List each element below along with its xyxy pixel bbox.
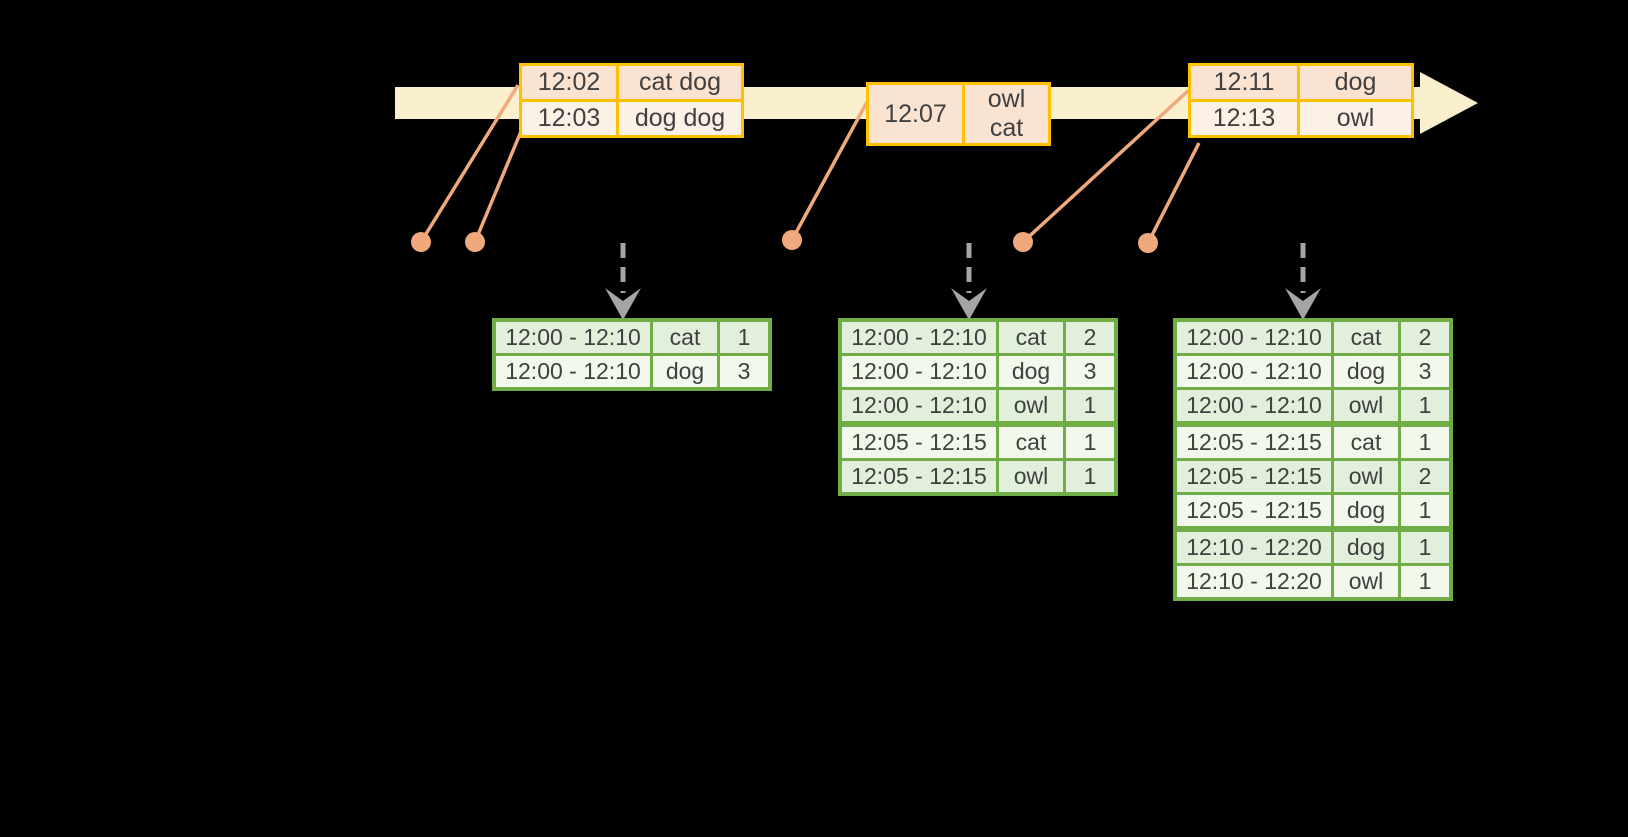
count-cell: 2 <box>1063 318 1118 356</box>
table-row: 12:00 - 12:10 dog 3 <box>1173 353 1453 390</box>
count-cell: 1 <box>1063 387 1118 426</box>
event-dot <box>1013 232 1033 252</box>
window-cell: 12:05 - 12:15 <box>838 458 999 496</box>
event-time-cell: 12:02 <box>519 63 619 102</box>
event-connector-line <box>790 101 869 241</box>
count-cell: 2 <box>1398 318 1453 356</box>
table-row: 12:11 dog <box>1188 63 1414 102</box>
count-cell: 3 <box>717 353 772 391</box>
table-row: 12:00 - 12:10 owl 1 <box>838 387 1118 426</box>
event-dot <box>1138 233 1158 253</box>
event-words-cell: owl cat <box>962 82 1051 146</box>
word-cell: cat <box>650 318 720 356</box>
count-cell: 3 <box>1398 353 1453 390</box>
table-row: 12:00 - 12:10 cat 1 <box>492 318 772 356</box>
window-cell: 12:00 - 12:10 <box>838 387 999 426</box>
window-cell: 12:00 - 12:10 <box>492 318 653 356</box>
window-cell: 12:10 - 12:20 <box>1173 563 1334 601</box>
window-cell: 12:05 - 12:15 <box>1173 458 1334 495</box>
table-row: 12:00 - 12:10 owl 1 <box>1173 387 1453 426</box>
event-time-cell: 12:11 <box>1188 63 1300 102</box>
count-cell: 1 <box>1063 458 1118 496</box>
table-row: 12:05 - 12:15 cat 1 <box>838 421 1118 461</box>
table-row: 12:05 - 12:15 dog 1 <box>1173 492 1453 531</box>
event-words-cell: cat dog <box>616 63 744 102</box>
event-connector-line <box>1146 142 1201 244</box>
word-cell: cat <box>1331 421 1401 461</box>
word-cell: cat <box>996 318 1066 356</box>
word-cell: dog <box>1331 526 1401 566</box>
event-connector-line <box>1021 88 1191 244</box>
event-dot <box>465 232 485 252</box>
event-table-3: 12:11 dog 12:13 owl <box>1188 63 1414 138</box>
window-cell: 12:05 - 12:15 <box>1173 421 1334 461</box>
trigger-arrowhead-icon <box>605 288 641 320</box>
window-cell: 12:00 - 12:10 <box>1173 318 1334 356</box>
table-row: 12:03 dog dog <box>519 99 744 138</box>
event-dot <box>782 230 802 250</box>
event-words-cell: owl <box>1297 99 1414 138</box>
count-cell: 1 <box>1398 387 1453 426</box>
event-time-cell: 12:13 <box>1188 99 1300 138</box>
word-cell: dog <box>996 353 1066 390</box>
word-cell: dog <box>650 353 720 391</box>
window-cell: 12:00 - 12:10 <box>1173 387 1334 426</box>
result-table-3: 12:00 - 12:10 cat 2 12:00 - 12:10 dog 3 … <box>1173 318 1453 601</box>
window-cell: 12:10 - 12:20 <box>1173 526 1334 566</box>
table-row: 12:00 - 12:10 dog 3 <box>492 353 772 391</box>
word-cell: owl <box>996 387 1066 426</box>
window-cell: 12:00 - 12:10 <box>838 318 999 356</box>
word-cell: dog <box>1331 492 1401 531</box>
result-table-2: 12:00 - 12:10 cat 2 12:00 - 12:10 dog 3 … <box>838 318 1118 496</box>
count-cell: 1 <box>717 318 772 356</box>
window-cell: 12:00 - 12:10 <box>838 353 999 390</box>
window-cell: 12:05 - 12:15 <box>838 421 999 461</box>
event-time-cell: 12:03 <box>519 99 619 138</box>
event-table-2: 12:07 owl cat <box>866 82 1051 146</box>
event-connector-line <box>473 128 524 243</box>
word-cell: cat <box>1331 318 1401 356</box>
table-row: 12:07 owl cat <box>866 82 1051 146</box>
table-row: 12:10 - 12:20 dog 1 <box>1173 526 1453 566</box>
table-row: 12:05 - 12:15 cat 1 <box>1173 421 1453 461</box>
event-dot <box>411 232 431 252</box>
result-table-1: 12:00 - 12:10 cat 1 12:00 - 12:10 dog 3 <box>492 318 772 391</box>
count-cell: 1 <box>1398 492 1453 531</box>
window-cell: 12:00 - 12:10 <box>1173 353 1334 390</box>
trigger-arrowhead-icon <box>1285 288 1321 320</box>
table-row: 12:05 - 12:15 owl 1 <box>838 458 1118 496</box>
word-cell: cat <box>996 421 1066 461</box>
event-time-cell: 12:07 <box>866 82 965 146</box>
trigger-arrowhead-icon <box>951 288 987 320</box>
window-cell: 12:05 - 12:15 <box>1173 492 1334 531</box>
count-cell: 1 <box>1398 563 1453 601</box>
event-words-cell: dog <box>1297 63 1414 102</box>
window-cell: 12:00 - 12:10 <box>492 353 653 391</box>
table-row: 12:05 - 12:15 owl 2 <box>1173 458 1453 495</box>
word-cell: owl <box>1331 387 1401 426</box>
table-row: 12:00 - 12:10 cat 2 <box>838 318 1118 356</box>
event-words-cell: dog dog <box>616 99 744 138</box>
table-row: 12:02 cat dog <box>519 63 744 102</box>
count-cell: 3 <box>1063 353 1118 390</box>
word-cell: dog <box>1331 353 1401 390</box>
word-cell: owl <box>1331 458 1401 495</box>
event-connector-line <box>419 84 520 243</box>
timeline-arrowhead-icon <box>1420 72 1478 134</box>
table-row: 12:00 - 12:10 cat 2 <box>1173 318 1453 356</box>
count-cell: 1 <box>1398 421 1453 461</box>
table-row: 12:00 - 12:10 dog 3 <box>838 353 1118 390</box>
table-row: 12:13 owl <box>1188 99 1414 138</box>
word-cell: owl <box>1331 563 1401 601</box>
table-row: 12:10 - 12:20 owl 1 <box>1173 563 1453 601</box>
word-cell: owl <box>996 458 1066 496</box>
count-cell: 1 <box>1398 526 1453 566</box>
count-cell: 1 <box>1063 421 1118 461</box>
count-cell: 2 <box>1398 458 1453 495</box>
event-table-1: 12:02 cat dog 12:03 dog dog <box>519 63 744 138</box>
